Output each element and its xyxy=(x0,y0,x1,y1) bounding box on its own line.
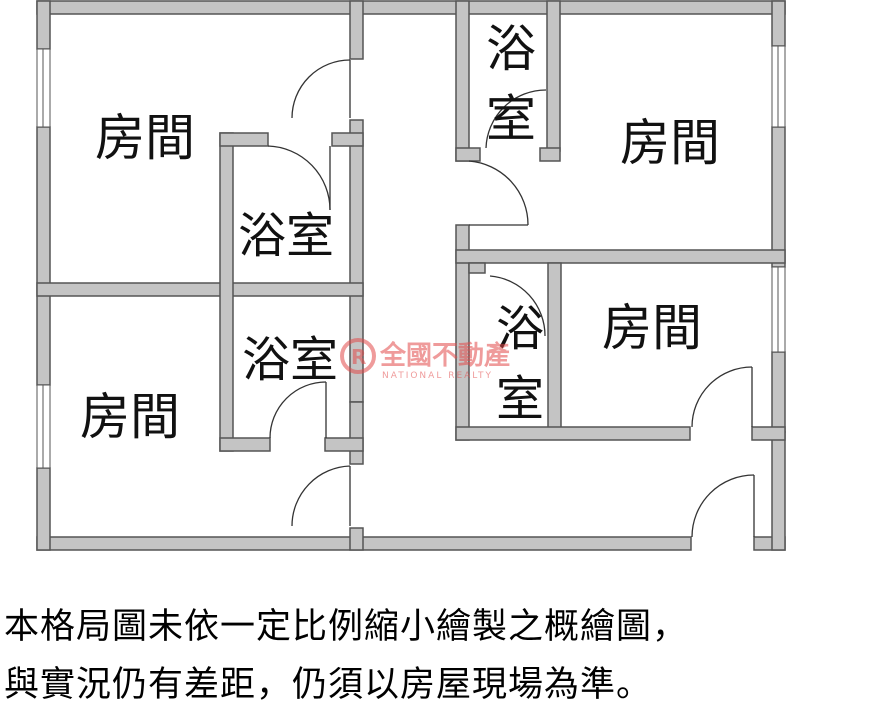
room-label-bathroom: 浴 xyxy=(486,20,536,78)
room-label-bedroom: 房間 xyxy=(602,299,702,357)
watermark: R 全國不動產 NATIONAL REALTY xyxy=(340,338,510,381)
room-label-bathroom: 浴室 xyxy=(242,332,338,388)
watermark-logo-letter: R xyxy=(351,345,366,369)
doors xyxy=(267,59,755,538)
watermark-english: NATIONAL REALTY xyxy=(382,371,493,381)
disclaimer-line-1: 本格局圖未依一定比例縮小繪製之概繪圖， xyxy=(4,607,689,647)
room-label-bedroom: 房間 xyxy=(95,109,195,167)
room-label-bedroom: 房間 xyxy=(620,114,720,172)
room-label-bedroom: 房間 xyxy=(80,388,180,446)
windows xyxy=(36,45,786,469)
watermark-name: 全國不動產 xyxy=(379,340,510,371)
disclaimer-line-2: 與實況仍有差距，仍須以房屋現場為準。 xyxy=(4,665,653,705)
floor-plan: 房間 房間 房間 房間 浴室 浴室 浴 室 浴 室 R 全國不動產 NATION… xyxy=(36,0,786,551)
room-label-bathroom: 室 xyxy=(496,371,544,427)
room-label-bathroom: 浴室 xyxy=(238,208,334,264)
room-label-bathroom: 室 xyxy=(486,90,536,148)
walls xyxy=(36,0,786,551)
room-label-bathroom: 浴 xyxy=(496,301,544,357)
room-labels: 房間 房間 房間 房間 浴室 浴室 浴 室 浴 室 xyxy=(80,20,720,446)
watermark-logo-icon xyxy=(340,338,376,374)
